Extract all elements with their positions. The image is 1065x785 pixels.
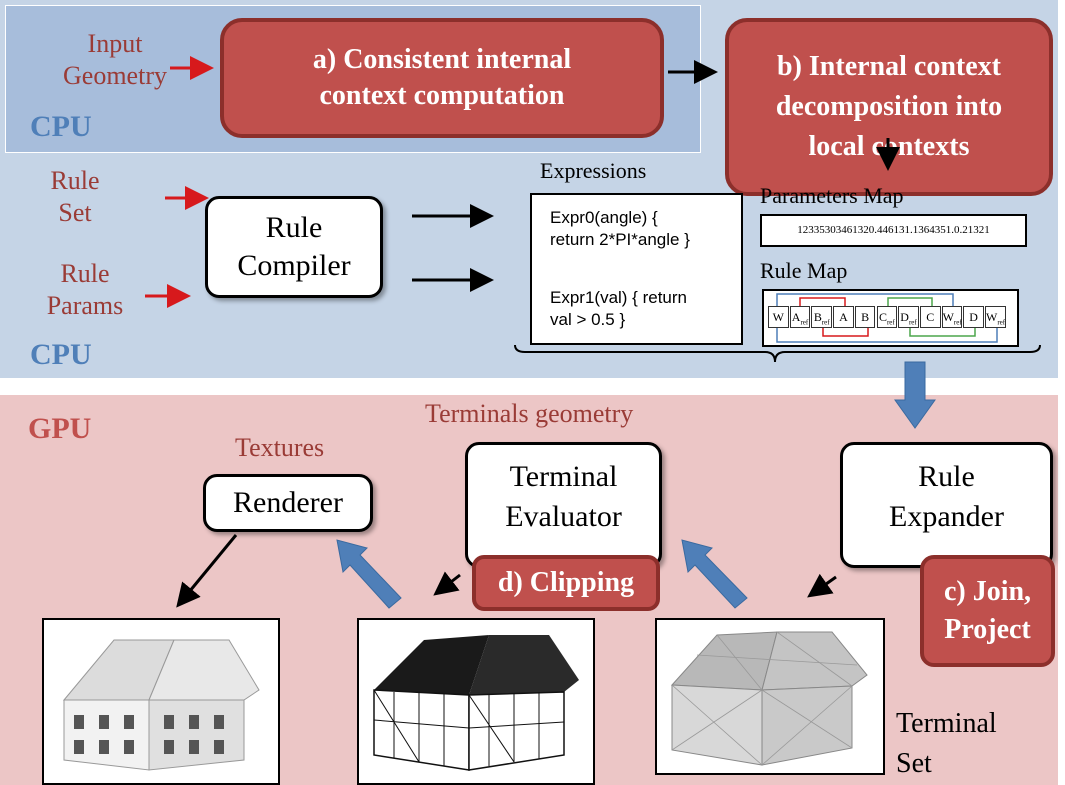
terminal-evaluator-box: Terminal Evaluator [465, 442, 662, 568]
rule-map-cell: Cref [876, 306, 898, 328]
expr1-text: Expr1(val) { return val > 0.5 } [550, 288, 687, 329]
terminals-geometry-label: Terminals geometry [425, 399, 634, 428]
rule-map-cell: Wref [941, 306, 963, 328]
rule-set-label: Rule Set [50, 166, 100, 227]
terminal-set-label: Terminal Set [896, 708, 997, 779]
red-input-arrows [145, 56, 214, 308]
black-flow-arrows [176, 60, 900, 608]
rule-map-title: Rule Map [760, 258, 848, 283]
input-geometry-label: Input Geometry [63, 29, 167, 90]
rule-map-cell: A [833, 306, 854, 328]
rule-map-cell: Aref [789, 306, 811, 328]
expr0-text: Expr0(angle) { return 2*PI*angle } [550, 208, 690, 249]
rule-map-cell: Dref [898, 306, 919, 328]
rule-map-cell: C [919, 306, 941, 328]
terminal-set-image [655, 618, 885, 775]
rendered-building-image [42, 618, 280, 785]
rule-map-connectors [776, 293, 998, 343]
clipped-building-image [357, 618, 595, 785]
textures-label: Textures [235, 433, 325, 462]
renderer-box: Renderer [203, 474, 373, 532]
rule-map-cell: B [854, 306, 876, 328]
step-a-box: a) Consistent internal context computati… [220, 18, 664, 138]
rule-params-label: Rule Params [46, 259, 124, 320]
rule-map-cell: D [963, 306, 984, 328]
gpu-label: GPU [28, 412, 92, 445]
rule-compiler-box: Rule Compiler [205, 196, 383, 298]
cpu-label-top: CPU [30, 110, 92, 143]
parameters-map-value: 12335303461320.446131.1364351.0.21321 [760, 214, 1027, 247]
rule-map-cell: W [768, 306, 789, 328]
parameters-map-title: Parameters Map [760, 183, 904, 208]
rule-expander-box: Rule Expander [840, 442, 1053, 568]
expressions-panel: Expr0(angle) { return 2*PI*angle } Expr1… [530, 193, 743, 345]
step-d-box: d) Clipping [472, 555, 660, 611]
step-c-box: c) Join, Project [920, 555, 1055, 667]
rule-map-cell: Wref [985, 306, 1006, 328]
grouping-brace [514, 344, 1041, 363]
rule-map-cell: Bref [811, 306, 833, 328]
cpu-label-bottom: CPU [30, 338, 92, 371]
blue-flow-arrows [336, 361, 936, 609]
expressions-title: Expressions [540, 158, 647, 183]
